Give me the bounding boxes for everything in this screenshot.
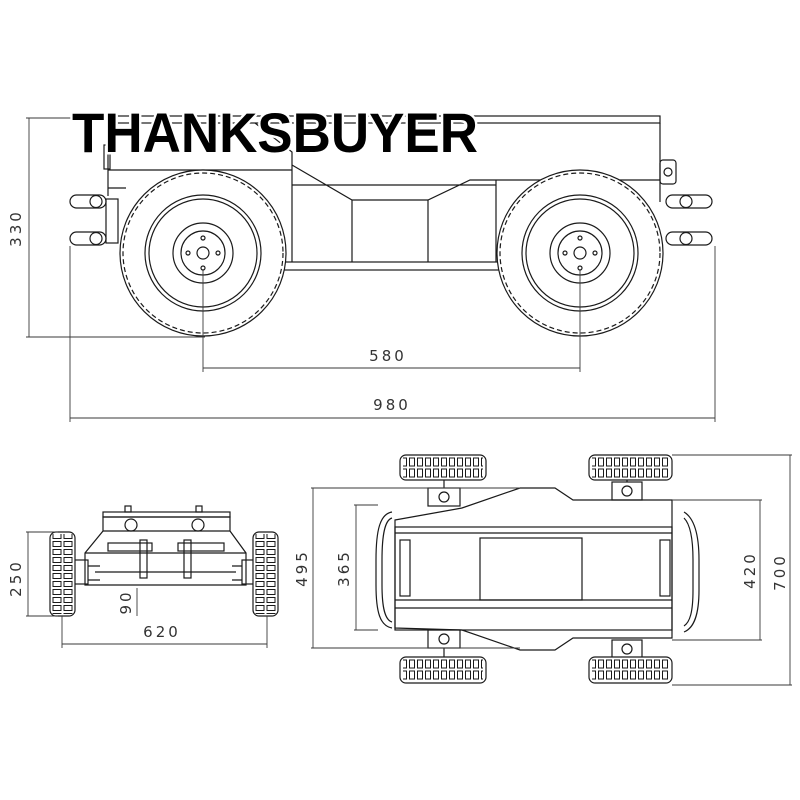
outer-width-dimension-line (311, 487, 520, 649)
inner-width-dimension-label: 365 (335, 549, 353, 587)
bumper-tube-end (679, 231, 693, 246)
tire-tread (403, 455, 483, 480)
front-body-outline (84, 516, 247, 586)
deck-width-dimension-label: 420 (741, 551, 759, 589)
inner-width-dimension-line (354, 504, 378, 631)
hub-bolt (215, 250, 221, 256)
hub-bolt (577, 235, 583, 241)
tire-tread (499, 172, 661, 334)
mount-hole (191, 518, 205, 532)
bumper-tube-end (89, 231, 103, 246)
suspension-mount-rear-top (427, 487, 461, 507)
bumper-tube-end (679, 194, 693, 209)
top-plate-bolt (195, 505, 203, 513)
tire-tread (50, 534, 75, 614)
bumper-tube-upper (665, 194, 713, 209)
bumper-tube-lower (665, 231, 713, 246)
bumper-tube-end (89, 194, 103, 209)
side-view: 330 580 980 (7, 115, 716, 422)
tire-tread (403, 657, 483, 682)
front-height-dimension-label: 250 (7, 559, 25, 597)
bumper-bracket (105, 198, 119, 244)
overall-width-dimension-label: 700 (771, 553, 789, 591)
mount-pivot (621, 643, 633, 655)
lower-frame-rail (283, 261, 501, 271)
height-dimension-line (26, 117, 205, 338)
rear-bumper-top (375, 511, 393, 629)
deck-width-dimension-line (672, 499, 762, 641)
mount-pivot (438, 491, 450, 503)
hub-bolt (200, 235, 206, 241)
top-plate-bolt (124, 505, 132, 513)
frame-rails (395, 532, 672, 609)
suspension-arm-left (88, 565, 100, 581)
length-dimension-line (69, 246, 716, 422)
hub-bolt (562, 250, 568, 256)
outer-width-dimension-label: 495 (293, 549, 311, 587)
mount-pivot (438, 633, 450, 645)
suspension-mount-rear-bottom (427, 629, 461, 649)
vertical-bracket (139, 539, 148, 579)
front-wheel-right (252, 531, 279, 617)
axle (196, 246, 210, 260)
top-view: 495 365 420 700 (293, 454, 792, 686)
right-end-cap-bolt (663, 167, 673, 177)
frame-end-bracket (659, 539, 671, 597)
right-end-cap (659, 159, 677, 185)
rear-bumper (69, 194, 119, 246)
front-bumper (665, 194, 713, 246)
suspension-arm-right (232, 565, 242, 581)
frame-end-bracket (399, 539, 411, 597)
tire-tread (592, 455, 669, 480)
tire-tread (592, 657, 669, 682)
body-panel-lines (351, 180, 497, 262)
top-wheel-rear-right (399, 656, 487, 684)
top-wheel-front-left (588, 454, 673, 481)
top-shell-outline (394, 487, 673, 651)
watermark-logo: THANKSBUYER (72, 101, 478, 164)
top-view-dimensions: 495 365 420 700 (293, 454, 792, 686)
side-view-dimensions: 330 580 980 (7, 117, 716, 422)
front-view-dimensions: 250 90 620 (7, 531, 268, 648)
main-frame (394, 526, 673, 631)
wheelbase-dimension-label: 580 (369, 347, 407, 365)
axle (573, 246, 587, 260)
hub-bolt (592, 250, 598, 256)
hub-bolt (185, 250, 191, 256)
mount-pivot (621, 485, 633, 497)
top-wheel-front-right (588, 656, 673, 684)
wheel-shafts (443, 480, 628, 658)
tire-tread (122, 172, 284, 334)
front-width-dimension-line (61, 616, 268, 648)
top-deck-plate (107, 115, 661, 124)
overall-width-dimension-line (672, 454, 792, 686)
battery-cover (479, 537, 583, 601)
suspension-mount-front-bottom (611, 639, 643, 659)
front-width-dimension-label: 620 (143, 623, 181, 641)
front-height-dimension-line (26, 531, 58, 617)
tire-tread (253, 534, 278, 614)
height-dimension-label: 330 (7, 209, 25, 247)
top-wheel-rear-left (399, 454, 487, 481)
motor-block-right (177, 542, 225, 552)
wheelbase-dimension-line (202, 270, 581, 372)
front-wheel-left (49, 531, 76, 617)
suspension-left (73, 559, 89, 585)
motor-block-left (107, 542, 153, 552)
front-bumper-top (683, 511, 700, 633)
mount-hole (124, 518, 138, 532)
suspension-mount-front-top (611, 481, 643, 501)
clearance-dimension-label: 90 (117, 589, 135, 614)
front-body-lines (85, 530, 246, 573)
length-dimension-label: 980 (373, 396, 411, 414)
front-view: 250 90 620 (7, 505, 279, 648)
vertical-bracket (183, 539, 192, 579)
front-top-plate (102, 511, 231, 518)
left-end-cap (103, 144, 111, 170)
